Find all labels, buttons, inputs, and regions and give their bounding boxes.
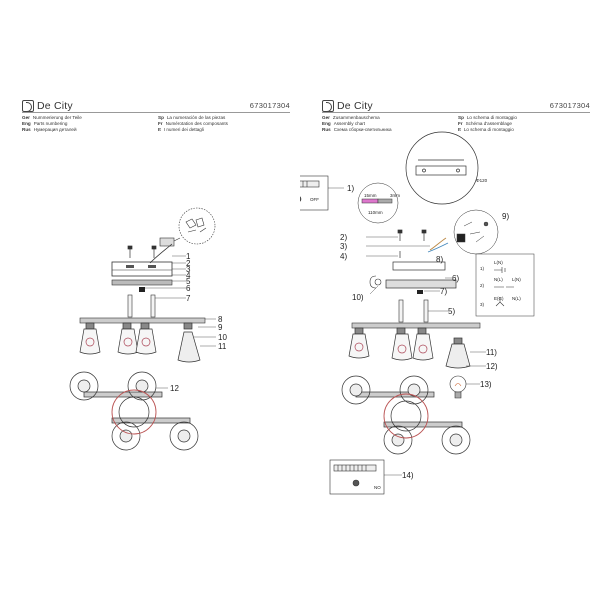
suspension-rod xyxy=(423,299,429,323)
part-label: 1 xyxy=(186,252,191,261)
step-label: 13) xyxy=(480,380,492,389)
part-label: 3 xyxy=(186,265,191,274)
step-label: 2) xyxy=(340,233,347,242)
wire-connection-detail xyxy=(453,209,499,255)
switch-off-label: OFF xyxy=(310,197,319,202)
wire-step-label: 3) xyxy=(480,302,485,307)
screws xyxy=(127,245,157,258)
part-label: 9 xyxy=(218,323,223,332)
suspension-rod xyxy=(150,294,156,318)
canopy xyxy=(111,279,173,286)
wire-label: L(N) xyxy=(494,260,503,265)
part-number-labels: 1 2 3 4 5 6 7 8 9 10 11 12 xyxy=(170,252,227,393)
mounting-bracket xyxy=(111,261,173,277)
part-label: 10 xyxy=(218,333,227,342)
header-divider xyxy=(22,112,290,113)
part-label: 5 xyxy=(186,277,191,286)
step-label: 9) xyxy=(502,212,509,221)
leader-lines xyxy=(145,255,216,389)
wire-step-label: 2) xyxy=(480,283,485,288)
mounting-screws xyxy=(397,229,427,258)
dimension-label: 110mm xyxy=(368,210,383,215)
assembly-drawing: Φ120 OFF 15mm 3mm 110mm xyxy=(300,131,535,495)
brand-logo: De City xyxy=(22,100,73,112)
dimension-label: 15mm xyxy=(364,193,377,198)
leader-lines xyxy=(366,236,486,476)
step-label: 4) xyxy=(340,252,347,261)
brand-name: De City xyxy=(37,100,73,112)
terminal-block-off xyxy=(300,175,329,211)
step-label: 6) xyxy=(452,274,459,283)
wire-step-label: 1) xyxy=(480,266,485,271)
lamp-bar xyxy=(351,322,481,329)
header-divider xyxy=(322,112,590,113)
suspension-rod xyxy=(127,294,133,318)
top-view-layout xyxy=(341,375,471,455)
assembly-step-labels: 1) 2) 3) 4) 6) 7) 8) 9) 10) 5) 11) 12) 1… xyxy=(340,184,509,480)
step-label: 7) xyxy=(440,287,447,296)
step-label: 8) xyxy=(436,255,443,264)
mounting-bracket xyxy=(392,261,446,271)
article-number: 673017304 xyxy=(549,101,590,110)
article-number: 673017304 xyxy=(249,101,290,110)
diameter-label: Φ120 xyxy=(476,178,488,183)
part-label: 4 xyxy=(186,271,191,280)
glass-shades xyxy=(79,322,201,363)
step-label: 12) xyxy=(486,362,498,371)
step-label: 3) xyxy=(340,242,347,251)
brand-logo: De City xyxy=(322,100,373,112)
step-label: 14) xyxy=(402,471,414,480)
glass-shades xyxy=(348,327,471,369)
dimension-label: 3mm xyxy=(390,193,400,198)
brand-logo-icon xyxy=(322,100,334,112)
wire-label: E(G) xyxy=(494,296,504,301)
lamp-bar xyxy=(79,317,206,324)
wire-label: L(N) xyxy=(512,277,521,282)
brand-logo-icon xyxy=(22,100,34,112)
wiring-instructions-box xyxy=(475,253,535,317)
wire-label: N(L) xyxy=(494,277,503,282)
light-bulb xyxy=(449,375,467,399)
part-label: 6 xyxy=(186,284,191,293)
step-label: 1) xyxy=(347,184,354,193)
wire-strip-callout xyxy=(357,182,399,224)
part-label: 7 xyxy=(186,294,191,303)
top-view-layout xyxy=(69,371,199,451)
brand-name: De City xyxy=(337,100,373,112)
hook xyxy=(369,275,382,289)
suspension-rod xyxy=(398,299,404,323)
step-label: 10) xyxy=(352,293,364,302)
parts-exploded-drawing: 1 2 3 4 5 6 7 8 9 10 11 12 xyxy=(69,207,227,451)
canopy xyxy=(385,279,457,289)
screw-bag-illustration xyxy=(159,207,216,247)
wire-label: N(L) xyxy=(512,296,521,301)
terminal-block-no xyxy=(329,459,385,495)
step-label: 11) xyxy=(486,348,497,357)
part-label: 12 xyxy=(170,384,179,393)
part-label: 2 xyxy=(186,259,191,268)
step-label: 5) xyxy=(448,307,455,316)
bracket-detail-circle xyxy=(405,131,479,205)
switch-no-label: NO xyxy=(374,485,381,490)
part-label: 11 xyxy=(218,342,227,351)
part-label: 8 xyxy=(218,315,223,324)
